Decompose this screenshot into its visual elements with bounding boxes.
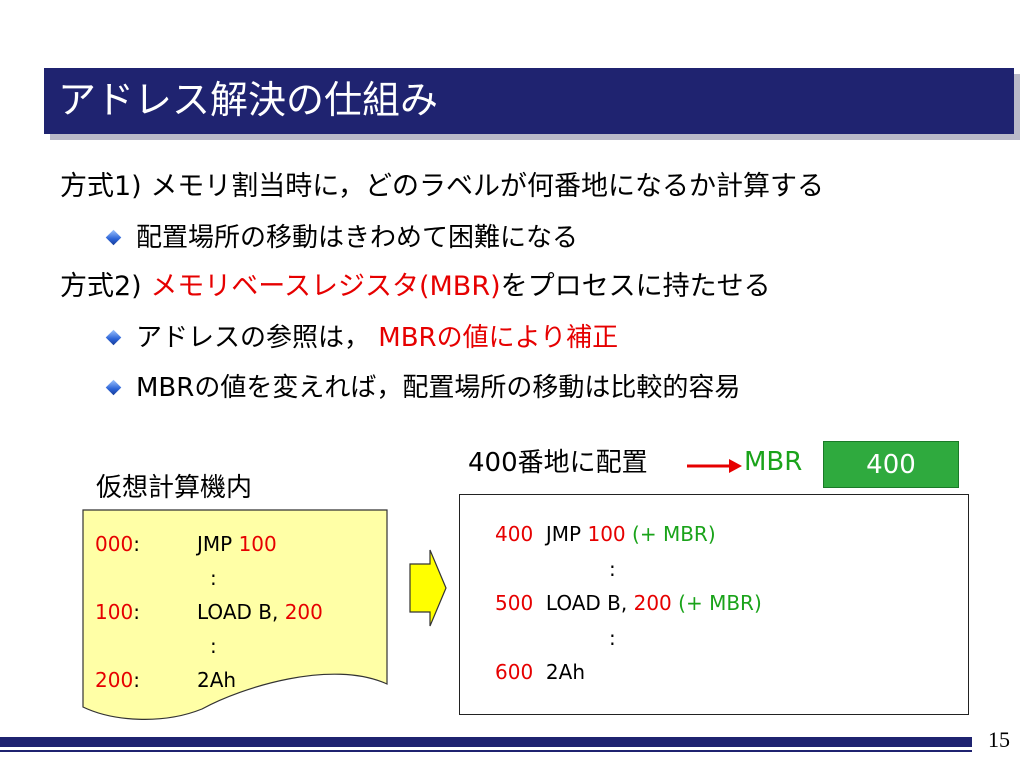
virtual-instruction: 2Ah — [197, 668, 237, 692]
physical-continuation: : — [609, 557, 616, 581]
bullet-diamond-icon — [105, 379, 122, 396]
virtual-line: 000: — [95, 532, 140, 556]
mbr-value-box: 400 — [823, 441, 959, 488]
slide-title: アドレス解決の仕組み — [58, 78, 439, 122]
right-arrow-icon — [409, 549, 447, 627]
document-shape — [82, 509, 388, 720]
virtual-addr: 200 — [95, 668, 134, 692]
method2-bullet1: アドレスの参照は， MBRの値により補正 — [136, 321, 618, 355]
mbr-label: MBR — [744, 447, 803, 477]
title-bar: アドレス解決の仕組み — [44, 68, 1014, 134]
virtual-line: 100: — [95, 600, 140, 624]
virtual-instruction: JMP 100 — [197, 532, 277, 556]
page-number: 15 — [988, 727, 1010, 752]
virtual-instruction: LOAD B, 200 — [197, 600, 323, 624]
method1-label: 方式1) — [60, 171, 142, 202]
virtual-continuation: : — [210, 566, 217, 590]
method1-line: 方式1) メモリ割当時に，どのラベルが何番地になるか計算する — [60, 170, 824, 204]
virtual-caption: 仮想計算機内 — [96, 473, 253, 503]
method2-bullet1-prefix: アドレスの参照は， — [136, 323, 371, 353]
physical-line: 400 JMP 100 (+ MBR) — [495, 522, 716, 546]
virtual-line: 200: — [95, 668, 140, 692]
virtual-addr: 000 — [95, 532, 134, 556]
virtual-addr: 100 — [95, 600, 134, 624]
bullet-diamond-icon — [105, 229, 122, 246]
red-arrow-icon — [687, 459, 742, 473]
physical-line: 500 LOAD B, 200 (+ MBR) — [495, 591, 762, 615]
method2-line: 方式2) メモリベースレジスタ(MBR)をプロセスに持たせる — [60, 270, 771, 304]
method2-label: 方式2) — [60, 271, 142, 302]
placement-caption: 400番地に配置 — [468, 448, 648, 478]
method1-text: メモリ割当時に，どのラベルが何番地になるか計算する — [150, 171, 824, 202]
method2-text: をプロセスに持たせる — [500, 271, 771, 302]
physical-continuation: : — [609, 626, 616, 650]
method1-bullet: 配置場所の移動はきわめて困難になる — [136, 223, 579, 253]
physical-memory-box — [459, 494, 969, 715]
physical-line: 600 2Ah — [495, 660, 585, 684]
method2-highlight: メモリベースレジスタ(MBR) — [150, 271, 501, 302]
virtual-continuation: : — [210, 634, 217, 658]
footer-line — [0, 750, 972, 752]
method2-bullet1-highlight: MBRの値により補正 — [378, 323, 619, 353]
method2-bullet2: MBRの値を変えれば，配置場所の移動は比較的容易 — [136, 373, 741, 403]
bullet-diamond-icon — [105, 329, 122, 346]
footer-bar — [0, 737, 972, 747]
